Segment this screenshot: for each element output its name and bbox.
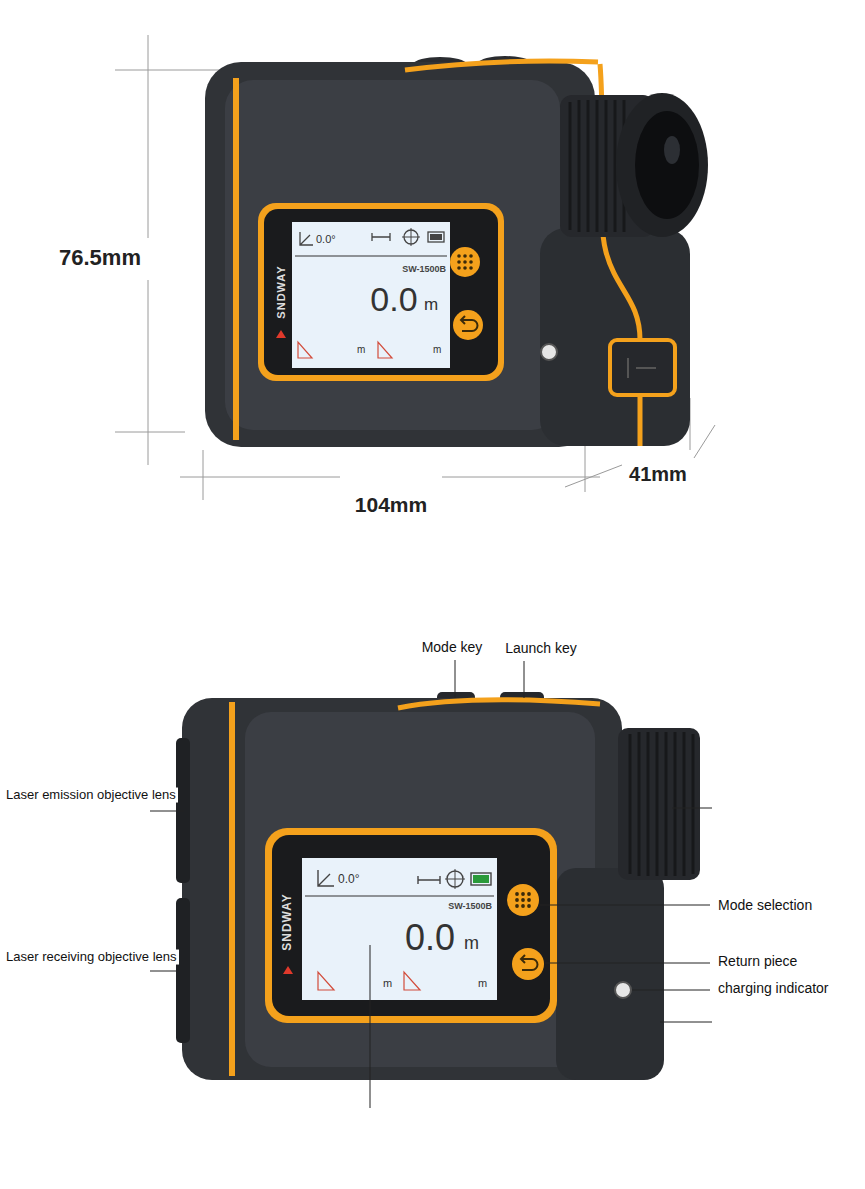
part-label: Laser emission objective lens xyxy=(4,788,178,803)
rangefinder-top-view xyxy=(205,56,708,447)
unit-label: m xyxy=(383,977,392,990)
brand-logo: SNDWAY xyxy=(281,893,295,951)
part-label: Mode selection xyxy=(716,897,814,913)
unit-label: m xyxy=(464,933,479,954)
dimension-label: 104mm xyxy=(353,493,429,517)
dimension-lines xyxy=(115,35,715,500)
part-label: Mode key xyxy=(420,639,485,655)
rangefinder-side-view xyxy=(176,692,700,1080)
model-number: SW-1500B xyxy=(448,901,492,911)
dimension-label: 76.5mm xyxy=(57,245,143,270)
screen-reading: 0.0° xyxy=(316,233,336,246)
model-number: SW-1500B xyxy=(402,264,446,274)
part-label: charging indicator xyxy=(716,980,831,996)
screen-reading: 0.0 xyxy=(370,280,417,319)
leader-lines xyxy=(150,660,712,1108)
dimension-label: 41mm xyxy=(627,463,689,486)
part-label: Launch key xyxy=(503,640,579,656)
unit-label: m xyxy=(433,344,441,356)
screen-reading: 0.0 xyxy=(405,917,455,958)
screen-reading: 0.0° xyxy=(338,873,359,887)
unit-label: m xyxy=(357,344,365,356)
part-label: Laser receiving objective lens xyxy=(4,950,179,965)
part-label: Return piece xyxy=(716,953,799,969)
unit-label: m xyxy=(478,977,487,990)
brand-logo: SNDWAY xyxy=(275,265,288,318)
unit-label: m xyxy=(424,295,438,315)
